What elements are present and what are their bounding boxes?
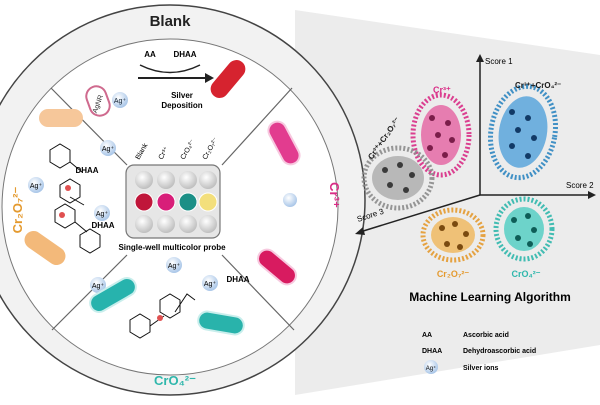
probe-wells-top-row	[135, 171, 217, 189]
ag-ion-right	[283, 193, 297, 207]
cluster-cr3-cro4-label: Cr³⁺+CrO₄²⁻	[515, 81, 561, 90]
silver-deposition-label: Silver	[171, 91, 193, 100]
right-panel	[257, 120, 301, 286]
ag-ion-top-label: Ag⁺	[114, 98, 127, 105]
well-blank	[134, 192, 154, 212]
probe-wells-bottom-row	[135, 215, 217, 233]
pink-rod-upper	[267, 120, 301, 166]
aa-label: AA	[144, 50, 156, 59]
ag-ion-left-4-label: Ag⁺	[92, 283, 105, 290]
ag-ion-left-2	[28, 177, 44, 193]
agnr-pink-rod	[85, 85, 111, 117]
dhaa-left-2: DHAA	[91, 221, 114, 230]
ag-ion-bottom-1	[166, 257, 182, 273]
sector-dividers	[50, 87, 295, 331]
score-plot: Score 1 Score 2 Score 3 Cr³⁺ Cr³⁺+CrO₄²⁻	[355, 54, 596, 304]
reaction-arrow-curve	[139, 64, 201, 74]
well-cr2o7	[198, 192, 218, 212]
silver-deposition-label-2: Deposition	[161, 101, 202, 110]
axis-score2-arrow	[588, 191, 596, 199]
orange-rod-lower	[24, 230, 66, 266]
legend-dhaa-text: Dehydroascorbic acid	[463, 348, 536, 355]
ag-ion-left-1	[100, 140, 116, 156]
ag-ion-bottom-2	[202, 275, 218, 291]
teal-rod-left	[89, 277, 137, 313]
legend-aa-abbr: AA	[422, 332, 432, 339]
legend-dhaa-abbr: DHAA	[422, 348, 442, 355]
axis-score1-label: Score 1	[485, 57, 513, 66]
cluster-cr3-label: Cr³⁺	[433, 85, 451, 95]
label-dichromate: Cr₂O₇²⁻	[10, 187, 25, 234]
axis-score3-arrow	[355, 227, 365, 235]
cluster-cro4-label: CrO₄²⁻	[511, 269, 540, 279]
ag-ion-top	[112, 92, 128, 108]
top-panel: AgNR Ag⁺ AA DHAA Silver Deposition	[85, 50, 248, 117]
label-chromate: CrO₄²⁻	[154, 373, 196, 388]
left-panel: DHAA DHAA Ag⁺ Ag⁺ Ag⁺ Ag⁺	[24, 109, 116, 293]
ag-ion-left-3	[94, 205, 110, 221]
cluster-cro4: CrO₄²⁻	[493, 196, 555, 279]
dhaa-left-1: DHAA	[75, 166, 98, 175]
ag-ion-left-3-label: Ag⁺	[96, 211, 109, 218]
legend-ag-icon	[424, 360, 438, 374]
axis-score2-label: Score 2	[566, 181, 594, 190]
probe-caption: Single-well multicolor probe	[118, 243, 226, 252]
ag-ion-left-4	[90, 277, 106, 293]
legend-ag-abbr: Ag⁺	[426, 365, 437, 372]
dhaa-molecule-left	[49, 143, 101, 254]
reaction-arrowhead	[205, 73, 214, 83]
ml-title: Machine Learning Algorithm	[409, 290, 571, 304]
teal-rod-right	[197, 310, 245, 336]
probe-wells-middle-row	[134, 192, 218, 212]
well-cr3	[156, 192, 176, 212]
ag-ion-left-2-label: Ag⁺	[30, 183, 43, 190]
multicolor-probe: Blank Cr³⁺ CrO₄²⁻ Cr₂O₇²⁻ Single-well mu…	[118, 136, 226, 252]
ag-ion-left-1-label: Ag⁺	[102, 146, 115, 153]
cluster-cr2o7: Cr₂O₇²⁻	[420, 207, 486, 279]
legend-aa-text: Ascorbic acid	[463, 332, 509, 339]
ag-ion-bottom-2-label: Ag⁺	[204, 281, 217, 288]
well-cro4	[178, 192, 198, 212]
orange-rod-upper	[39, 109, 83, 127]
dhaa-label-top: DHAA	[173, 50, 196, 59]
cluster-cr3: Cr³⁺	[410, 85, 472, 178]
label-cr3: Cr³⁺	[327, 182, 342, 208]
dhaa-bottom: DHAA	[226, 275, 249, 284]
bottom-panel: DHAA Ag⁺ Ag⁺	[89, 257, 250, 339]
red-coated-rod	[208, 58, 248, 100]
cluster-cr3-cro4: Cr³⁺+CrO₄²⁻	[487, 81, 561, 181]
pink-rod-lower	[257, 248, 297, 286]
label-blank: Blank	[150, 13, 192, 30]
ag-ion-bottom-1-label: Ag⁺	[168, 263, 181, 270]
axis-score3	[359, 194, 481, 233]
axis-score1-arrow	[476, 54, 484, 62]
cluster-cr2o7-label: Cr₂O₇²⁻	[437, 269, 470, 279]
legend: AA Ascorbic acid DHAA Dehydroascorbic ac…	[422, 332, 536, 374]
legend-ag-text: Silver ions	[463, 365, 499, 372]
dhaa-molecule-bottom	[129, 293, 196, 339]
